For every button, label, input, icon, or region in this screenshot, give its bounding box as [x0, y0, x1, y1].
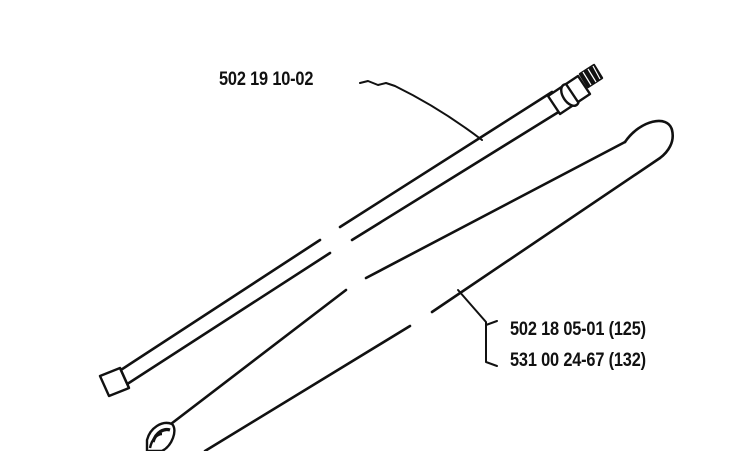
shaft-tube-leader	[457, 289, 498, 367]
shaft-tube-lower-edge-b	[203, 324, 412, 451]
shaft-tube-lower-edge-a	[430, 156, 662, 314]
drive-shaft-drawing	[102, 90, 567, 392]
shaft-tube-end-cap	[623, 119, 674, 160]
shaft-tube-part-number-132: 531 00 24-67 (132)	[510, 350, 646, 371]
shaft-tube-open-end	[145, 421, 176, 451]
shaft-tube-upper-edge-b	[148, 288, 348, 442]
drive-shaft-lower-edge-b	[116, 251, 332, 392]
shaft-tube-upper-edge-a	[364, 140, 627, 280]
shaft-tube-bracket-top	[485, 320, 498, 326]
drive-shaft-upper-edge-b	[102, 238, 322, 383]
drive-shaft-leader	[359, 80, 483, 141]
drive-shaft-part-number: 502 19 10-02	[219, 69, 314, 90]
drive-shaft-lower-edge-a	[350, 106, 567, 242]
shaft-tube-drawing	[148, 119, 674, 451]
shaft-tube-part-number-125: 502 18 05-01 (125)	[510, 319, 646, 340]
square-drive-end	[98, 366, 131, 398]
shaft-threaded-end	[546, 63, 604, 116]
drive-shaft-upper-edge-a	[338, 90, 554, 229]
leader-lines	[359, 80, 498, 367]
